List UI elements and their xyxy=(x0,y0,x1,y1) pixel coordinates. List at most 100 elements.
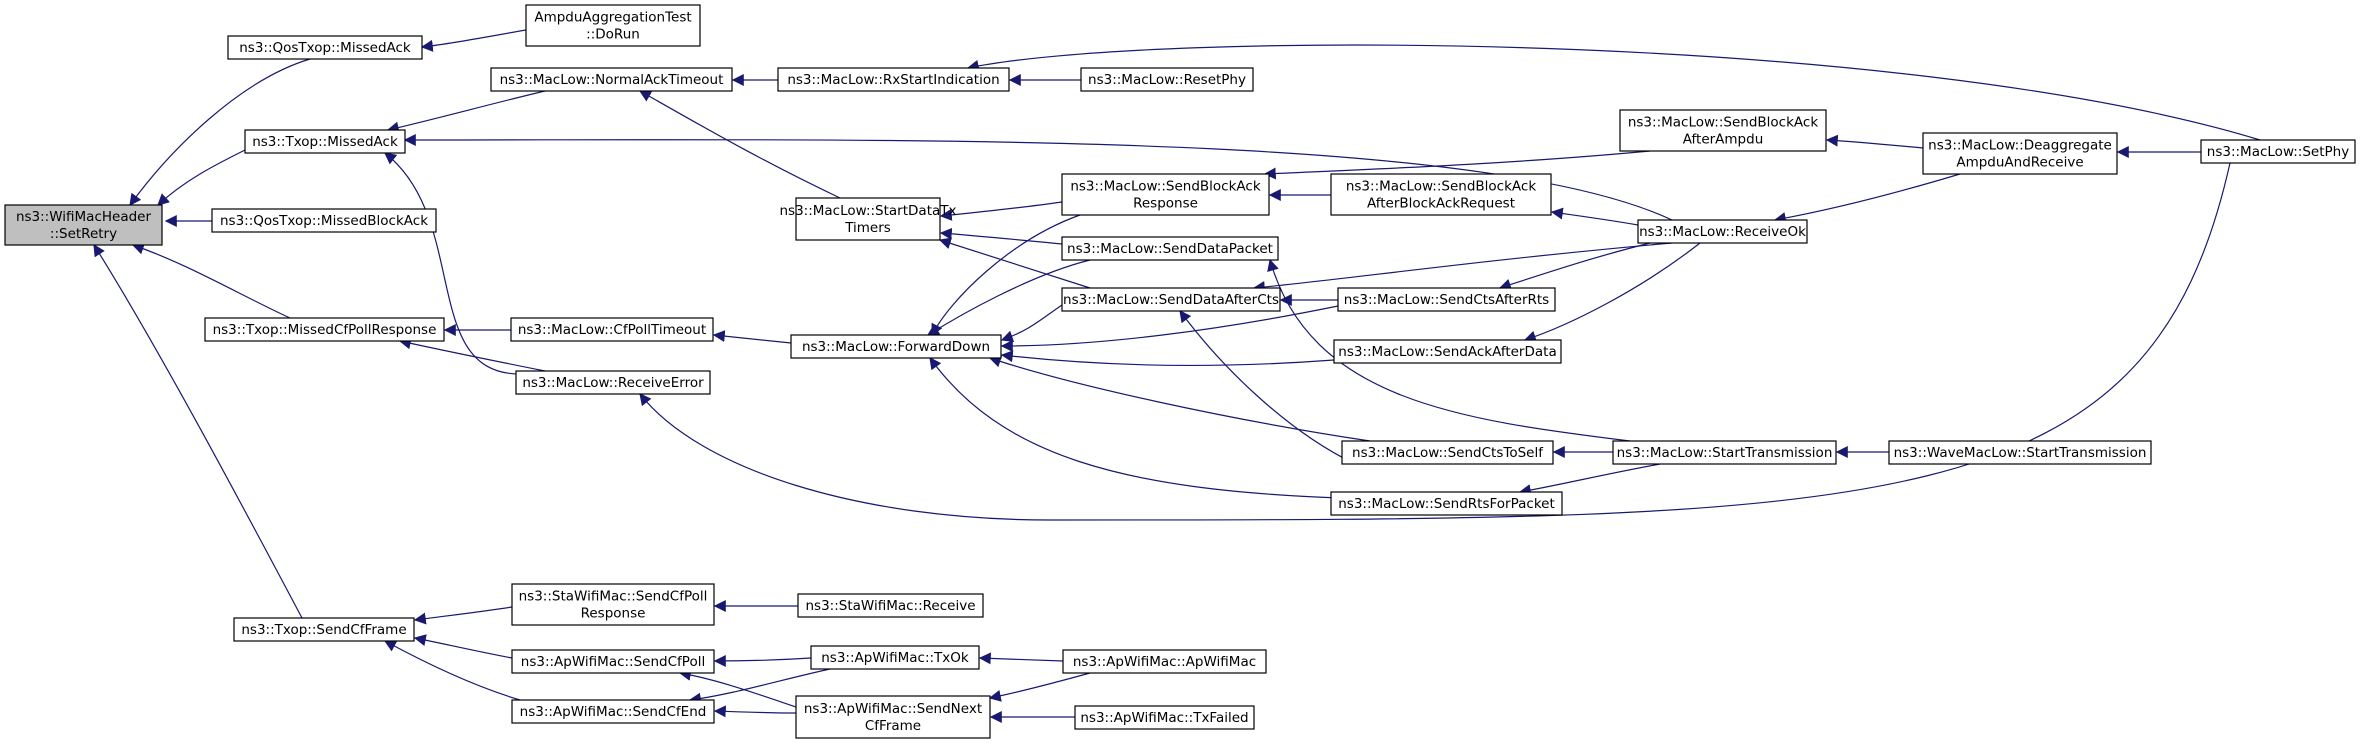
node-ampdu-dorun[interactable]: AmpduAggregationTest::DoRun xyxy=(525,4,701,47)
edge-starttransmission-to-sendrtsforpacket xyxy=(1518,463,1661,497)
node-box xyxy=(227,35,423,60)
node-label: ns3::MacLow::Deaggregate xyxy=(1928,138,2112,154)
node-box xyxy=(233,617,415,642)
edge-txop_sendcfframe-to-root xyxy=(93,243,303,619)
edge-ap_txok-to-ap_sendcfend xyxy=(688,668,831,705)
node-qostxop-missedack[interactable]: ns3::QosTxop::MissedAck xyxy=(227,35,423,60)
node-label: AmpduAggregationTest xyxy=(534,10,691,26)
edge-ap_sendnextcfframe-to-ap_sendcfpoll xyxy=(678,668,806,711)
node-label: AmpduAndReceive xyxy=(1956,155,2083,171)
edge-ap_apwifimac-to-ap_sendnextcfframe xyxy=(988,672,1091,702)
node-sendblockackafterbar[interactable]: ns3::MacLow::SendBlockAckAfterBlockAckRe… xyxy=(1330,173,1552,216)
node-label: ns3::StaWifiMac::Receive xyxy=(805,598,975,614)
node-label: ns3::MacLow::SendRtsForPacket xyxy=(1338,496,1555,512)
node-box xyxy=(511,649,715,674)
node-label: ns3::MacLow::NormalAckTimeout xyxy=(500,72,724,88)
edge-sendblockackresponse-to-startdatatxtimers xyxy=(939,201,1063,221)
node-receiveerror[interactable]: ns3::MacLow::ReceiveError xyxy=(515,370,711,395)
edges-layer xyxy=(93,29,2261,723)
node-ap-sendcfpoll[interactable]: ns3::ApWifiMac::SendCfPoll xyxy=(511,649,715,674)
node-box xyxy=(525,4,701,47)
node-label: ns3::MacLow::RxStartIndication xyxy=(787,72,999,88)
edge-ap_sendcfend-to-txop_sendcfframe xyxy=(383,640,521,701)
node-label: ns3::MacLow::SendBlockAck xyxy=(1346,179,1536,195)
node-ap-apwifimac[interactable]: ns3::ApWifiMac::ApWifiMac xyxy=(1062,649,1267,674)
node-cfpolltimeout[interactable]: ns3::MacLow::CfPollTimeout xyxy=(510,317,714,342)
edge-sta_sendcfpollresponse-to-txop_sendcfframe xyxy=(413,606,513,625)
node-box xyxy=(1062,649,1267,674)
node-receiveok[interactable]: ns3::MacLow::ReceiveOk xyxy=(1637,219,1808,244)
node-box xyxy=(1330,173,1552,216)
node-label: ns3::MacLow::StartTransmission xyxy=(1617,445,1833,461)
node-label: ns3::MacLow::SendCtsAfterRts xyxy=(1344,292,1549,308)
node-wave-starttransmission[interactable]: ns3::WaveMacLow::StartTransmission xyxy=(1888,440,2152,465)
node-box xyxy=(1337,287,1556,312)
node-txop-missedcfpollresponse[interactable]: ns3::Txop::MissedCfPollResponse xyxy=(204,317,445,342)
node-txop-sendcfframe[interactable]: ns3::Txop::SendCfFrame xyxy=(233,617,415,642)
edge-sendackafterdata-to-forwarddown xyxy=(1000,350,1335,367)
edge-qostxop_missedack-to-root xyxy=(129,58,311,206)
node-sendctsafterrts[interactable]: ns3::MacLow::SendCtsAfterRts xyxy=(1337,287,1556,312)
node-label: AfterAmpdu xyxy=(1683,132,1764,148)
node-box xyxy=(511,699,715,724)
node-label: AfterBlockAckRequest xyxy=(1367,196,1515,212)
edge-deaggregate-to-sendblockackafterampdu xyxy=(1825,134,1924,149)
node-qostxop-missedblockack[interactable]: ns3::QosTxop::MissedBlockAck xyxy=(211,208,437,233)
edge-ap_txok-to-ap_sendcfpoll xyxy=(713,654,812,667)
node-label: ns3::MacLow::SendBlockAck xyxy=(1070,179,1260,195)
node-label: ns3::ApWifiMac::TxFailed xyxy=(1080,710,1248,726)
edge-receiveerror-to-txop_missedcfpollresponse xyxy=(398,337,546,372)
node-ap-sendcfend[interactable]: ns3::ApWifiMac::SendCfEnd xyxy=(511,699,715,724)
edge-txop_missedcfpollresponse-to-root xyxy=(131,242,291,319)
node-rxstartindication[interactable]: ns3::MacLow::RxStartIndication xyxy=(777,67,1010,92)
node-label: ::DoRun xyxy=(586,27,640,43)
node-txop-missedack[interactable]: ns3::Txop::MissedAck xyxy=(244,129,406,154)
nodes-layer: ns3::WifiMacHeader::SetRetry ns3::QosTxop… xyxy=(4,4,2356,739)
node-label: CfFrame xyxy=(865,718,921,734)
node-label: ns3::MacLow::ReceiveError xyxy=(522,375,704,391)
node-setphy[interactable]: ns3::MacLow::SetPhy xyxy=(2200,139,2356,164)
node-root[interactable]: ns3::WifiMacHeader::SetRetry xyxy=(4,204,163,246)
node-sendrtsforpacket[interactable]: ns3::MacLow::SendRtsForPacket xyxy=(1330,491,1563,516)
node-senddatapacket[interactable]: ns3::MacLow::SendDataPacket xyxy=(1061,236,1279,261)
node-resetphy[interactable]: ns3::MacLow::ResetPhy xyxy=(1080,67,1254,92)
node-starttransmission[interactable]: ns3::MacLow::StartTransmission xyxy=(1612,440,1837,465)
node-forwarddown[interactable]: ns3::MacLow::ForwardDown xyxy=(790,334,1002,359)
node-box xyxy=(797,593,984,618)
node-label: ns3::WaveMacLow::StartTransmission xyxy=(1894,445,2147,461)
node-box xyxy=(4,204,163,246)
edge-receiveok-to-sendblockackafterbar xyxy=(1550,207,1639,226)
node-label: Response xyxy=(1133,196,1198,212)
node-box xyxy=(490,67,733,92)
node-label: ::SetRetry xyxy=(50,226,117,242)
edge-sendctstoself-to-senddataaftercts xyxy=(1179,310,1356,465)
node-box xyxy=(810,645,980,670)
node-label: ns3::ApWifiMac::TxOk xyxy=(821,650,969,666)
edge-sendrtsforpacket-to-forwarddown xyxy=(929,357,1341,499)
edge-ap_apwifimac-to-ap_txok xyxy=(978,652,1064,665)
node-box xyxy=(1061,173,1270,216)
node-sendctstoself[interactable]: ns3::MacLow::SendCtsToSelf xyxy=(1341,440,1554,465)
edge-receiveok-to-sendackafterdata xyxy=(1523,242,1701,343)
node-ap-txfailed[interactable]: ns3::ApWifiMac::TxFailed xyxy=(1074,705,1255,730)
node-box xyxy=(244,129,406,154)
node-box xyxy=(511,583,715,626)
edge-sendblockackafterampdu-to-sendblockackresponse xyxy=(1263,150,1651,180)
node-sta-receive[interactable]: ns3::StaWifiMac::Receive xyxy=(797,593,984,618)
node-label: ns3::ApWifiMac::SendCfEnd xyxy=(520,704,707,720)
node-box xyxy=(1333,339,1562,364)
node-box xyxy=(1074,705,1255,730)
edge-senddataaftercts-to-startdatatxtimers xyxy=(938,237,1091,289)
node-senddataaftercts[interactable]: ns3::MacLow::SendDataAfterCts xyxy=(1061,287,1281,312)
node-ap-txok[interactable]: ns3::ApWifiMac::TxOk xyxy=(810,645,980,670)
edge-normalacktimeout-to-txop_missedack xyxy=(386,90,546,134)
node-normalacktimeout[interactable]: ns3::MacLow::NormalAckTimeout xyxy=(490,67,733,92)
node-sendackafterdata[interactable]: ns3::MacLow::SendAckAfterData xyxy=(1333,339,1562,364)
edge-senddataaftercts-to-forwarddown xyxy=(1000,304,1063,343)
